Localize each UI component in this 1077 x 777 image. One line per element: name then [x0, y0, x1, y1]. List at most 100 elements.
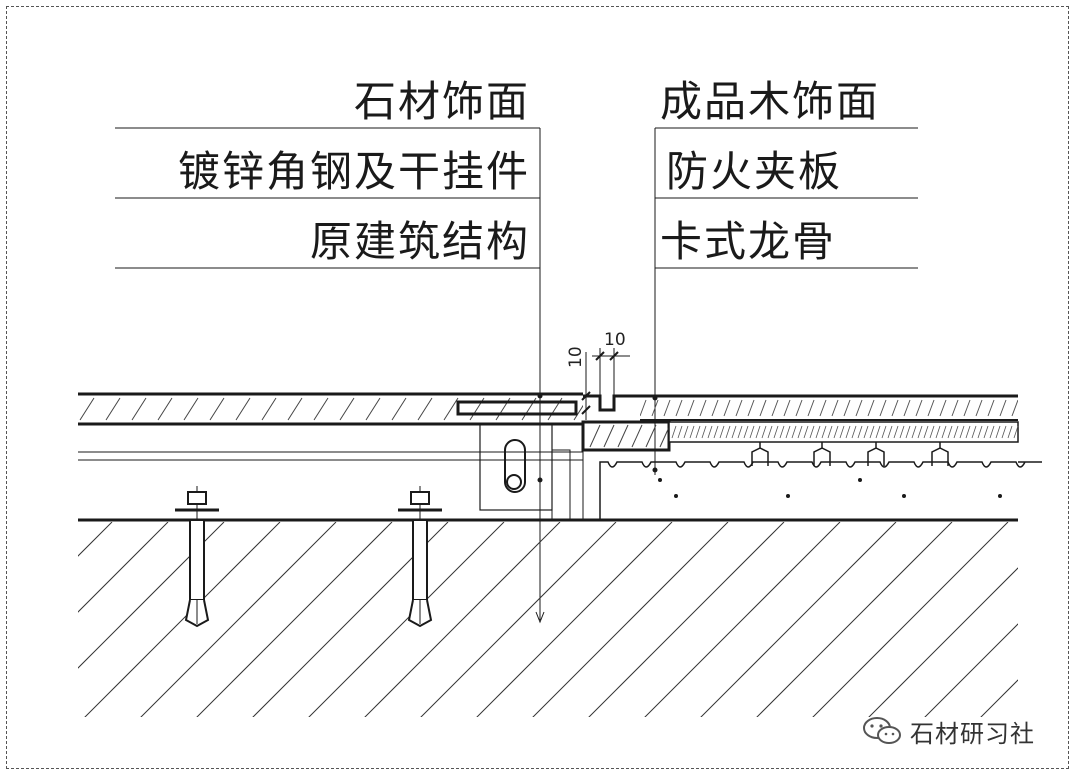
ground-hatch-line: [308, 522, 505, 717]
plywood-hatch-line: [911, 425, 917, 439]
joint-profile-top: [583, 394, 640, 412]
keel-clip: [813, 442, 823, 466]
insert-hatch-line: [617, 424, 629, 448]
wood-hatch-line: [867, 399, 875, 417]
stone-hatch-line: [209, 397, 225, 421]
wood-hatch-line: [807, 399, 815, 417]
keel-dot: [786, 494, 790, 498]
keel-dot: [858, 478, 862, 482]
wood-hatch-line: [687, 399, 695, 417]
label-wood-finish: 成品木饰面: [660, 77, 881, 126]
plywood-hatch-line: [839, 425, 845, 439]
plywood-hatch-line: [701, 425, 707, 439]
ground-hatch-line: [812, 522, 1009, 717]
label-original-structure: 原建筑结构: [309, 217, 530, 266]
plywood-hatch-line: [863, 425, 869, 439]
wood-finish: [599, 394, 1042, 520]
left-leader-arrow: [535, 611, 545, 624]
insert-hatch-line: [603, 424, 615, 448]
plywood-hatch-line: [755, 425, 761, 439]
plywood-hatch-line: [809, 425, 815, 439]
wood-hatch-line: [939, 399, 947, 417]
stone-hatch-line: [261, 397, 277, 421]
ground-hatch-line: [1032, 522, 1077, 722]
plywood-hatch-line: [983, 425, 989, 439]
joint-insert: [581, 420, 671, 452]
stone-hatch-line: [417, 397, 433, 421]
ground-hatch-line: [532, 522, 729, 717]
dim-vertical-gap: 10: [566, 346, 586, 368]
insert-hatch: [589, 424, 671, 448]
wood-hatch-line: [915, 399, 923, 417]
plywood-hatch-line: [671, 425, 677, 439]
ground-hatch-line: [420, 522, 617, 717]
keel-clip: [867, 442, 877, 466]
watermark-text: 石材研习社: [910, 719, 1035, 748]
drawing-border: [6, 6, 1069, 769]
wood-hatch-line: [999, 399, 1007, 417]
plywood-hatch-line: [965, 425, 971, 439]
plywood-hatch-line: [689, 425, 695, 439]
ground-hatch-line: [476, 522, 673, 717]
wood-hatch-line: [927, 399, 935, 417]
wood-hatch-line: [987, 399, 995, 417]
plywood-hatch-line: [893, 425, 899, 439]
wood-hatch-line: [723, 399, 731, 417]
plywood-hatch-line: [947, 425, 953, 439]
plywood-hatch-line: [887, 425, 893, 439]
stone-hatch-line: [157, 397, 173, 421]
keel-dot: [902, 494, 906, 498]
plywood-hatch-line: [761, 425, 767, 439]
stone-hatch-line: [313, 397, 329, 421]
wood-hatch-line: [891, 399, 899, 417]
card-keel: [599, 461, 1042, 520]
stone-hatch-line: [365, 397, 381, 421]
wood-hatch-line: [951, 399, 959, 417]
expansion-bolt: [175, 486, 219, 628]
expansion-bolts: [175, 486, 442, 628]
leader-dot-4: [652, 467, 658, 473]
keel-clips: [751, 442, 949, 466]
label-galvanized-angle-steel: 镀锌角钢及干挂件: [177, 147, 530, 196]
watermark: 石材研习社: [862, 713, 1035, 749]
insert-hatch-line: [589, 424, 601, 448]
plywood-hatch-line: [959, 425, 965, 439]
plywood-hatch: [671, 425, 1019, 439]
plywood-hatch-line: [995, 425, 1001, 439]
plywood-hatch-line: [989, 425, 995, 439]
stone-hatch-line: [79, 397, 95, 421]
plywood-hatch-line: [875, 425, 881, 439]
bolt-sleeve: [412, 519, 428, 601]
plywood-hatch-line: [881, 425, 887, 439]
plywood-hatch-line: [749, 425, 755, 439]
plywood-hatch-line: [971, 425, 977, 439]
dim-tick-3: [581, 391, 591, 401]
wood-hatch-line: [759, 399, 767, 417]
wood-hatch-line: [663, 399, 671, 417]
wood-hatch-line: [783, 399, 791, 417]
stone-facing: [78, 392, 583, 461]
plywood-hatch-line: [917, 425, 923, 439]
label-stone-facing: 石材饰面: [353, 77, 530, 126]
plywood-hatch-line: [941, 425, 947, 439]
plywood-hatch-line: [743, 425, 749, 439]
wechat-icon: [863, 717, 901, 744]
plywood-hatch-line: [851, 425, 857, 439]
keel-clip-side: [821, 447, 831, 466]
stone-hatch-line: [391, 397, 407, 421]
keel-clip-side: [875, 447, 885, 466]
plywood-hatch-line: [1001, 425, 1007, 439]
leader-dot-2: [537, 477, 543, 483]
plywood-hatch-line: [677, 425, 683, 439]
plywood-hatch-line: [779, 425, 785, 439]
plywood-hatch-line: [899, 425, 905, 439]
ground-hatch-line: [868, 567, 1018, 717]
stone-hatch-line: [443, 397, 459, 421]
plywood-hatch-line: [821, 425, 827, 439]
dim-tick-1: [595, 351, 605, 361]
wood-hatch-line: [843, 399, 851, 417]
plywood-hatch-line: [845, 425, 851, 439]
keel-clip-side: [939, 447, 949, 466]
bolt-sleeve: [189, 519, 205, 601]
